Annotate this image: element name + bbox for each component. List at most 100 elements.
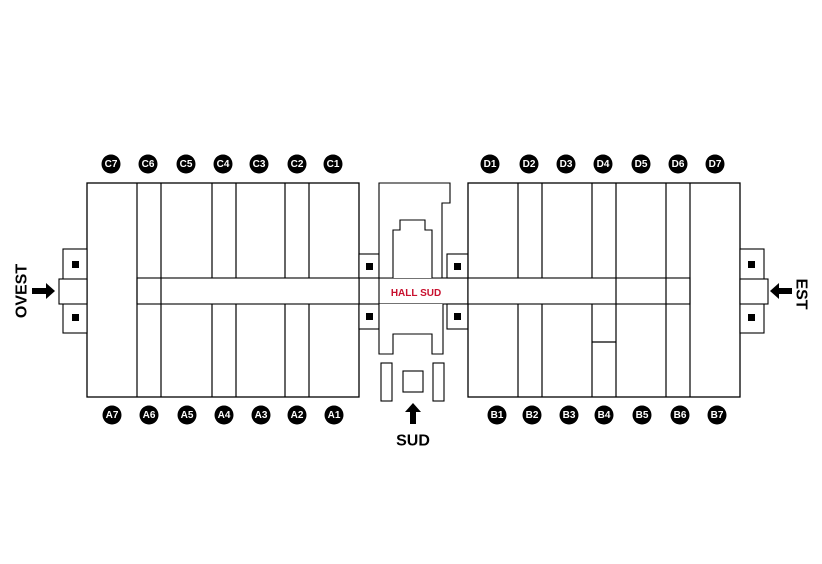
stand-label: B6 [674,410,687,421]
stand-label: C3 [253,159,266,170]
stand-label: D7 [709,159,722,170]
south-pillar-left [380,362,393,402]
stand-badge-icon [213,154,233,174]
stand-label: B5 [636,410,649,421]
stand-label: D4 [597,159,610,170]
stand-label: B3 [563,410,576,421]
right-wing [467,182,769,398]
stand-a3[interactable]: A3 [251,405,271,425]
arrow-left-icon [770,283,792,299]
stand-c5[interactable]: C5 [176,154,196,174]
stand-label: D3 [560,159,573,170]
stand-c2[interactable]: C2 [287,154,307,174]
stand-c3[interactable]: C3 [249,154,269,174]
stand-label: B7 [711,410,724,421]
arrow-right-icon [32,283,55,299]
stand-b7[interactable]: B7 [707,405,727,425]
stand-label: D1 [484,159,497,170]
stand-badge-icon [176,154,196,174]
stand-badge-icon [101,154,121,174]
stand-badge-icon [102,405,122,425]
stand-b1[interactable]: B1 [487,405,507,425]
stand-c7[interactable]: C7 [101,154,121,174]
stand-d3[interactable]: D3 [556,154,576,174]
south-pillar-right [432,362,445,402]
stand-d5[interactable]: D5 [631,154,651,174]
stand-d6[interactable]: D6 [668,154,688,174]
south-entrance[interactable]: SUD [396,403,430,450]
stand-badge-icon [177,405,197,425]
hall-top-kiosk [392,219,433,278]
stand-a6[interactable]: A6 [139,405,159,425]
east-entrance[interactable]: EST [770,278,810,310]
west-entrance[interactable]: OVEST [14,264,56,318]
central-hall: HALL SUD [378,182,469,402]
stand-badge-icon [249,154,269,174]
east-entrance-door [739,278,769,305]
stand-label: A5 [181,410,194,421]
stand-badge-icon [138,154,158,174]
stand-b4[interactable]: B4 [594,405,614,425]
stand-label: B1 [491,410,504,421]
stand-badge-icon [487,405,507,425]
stand-label: C5 [180,159,193,170]
stand-c1[interactable]: C1 [323,154,343,174]
stand-badge-icon [705,154,725,174]
stand-d2[interactable]: D2 [519,154,539,174]
stand-d1[interactable]: D1 [480,154,500,174]
stand-label: C6 [142,159,155,170]
stand-label: C7 [105,159,118,170]
hall-label: HALL SUD [391,288,441,299]
stand-label: C2 [291,159,304,170]
stand-badge-icon [668,154,688,174]
stand-badge-icon [631,154,651,174]
stand-badge-icon [287,154,307,174]
stand-label: D2 [523,159,536,170]
stand-c4[interactable]: C4 [213,154,233,174]
stand-badge-icon [519,154,539,174]
stands-top-left: C7 C6 C5 C4 C3 C2 C1 [101,154,343,174]
stand-label: D5 [635,159,648,170]
stand-b3[interactable]: B3 [559,405,579,425]
stand-b2[interactable]: B2 [522,405,542,425]
stand-c6[interactable]: C6 [138,154,158,174]
stand-label: A2 [291,410,304,421]
stand-badge-icon [324,405,344,425]
stand-label: C4 [217,159,230,170]
stand-badge-icon [594,405,614,425]
stand-a5[interactable]: A5 [177,405,197,425]
stand-badge-icon [214,405,234,425]
stand-badge-icon [251,405,271,425]
stand-badge-icon [522,405,542,425]
stand-d4[interactable]: D4 [593,154,613,174]
stand-d7[interactable]: D7 [705,154,725,174]
east-marker-top [748,261,755,268]
stand-a7[interactable]: A7 [102,405,122,425]
stand-badge-icon [480,154,500,174]
stand-badge-icon [323,154,343,174]
stand-label: A3 [255,410,268,421]
stands-top-right: D1 D2 D3 D4 D5 D6 D7 [480,154,725,174]
south-booth [402,370,424,393]
stand-b5[interactable]: B5 [632,405,652,425]
stand-badge-icon [556,154,576,174]
west-marker-bottom [72,314,79,321]
stand-a2[interactable]: A2 [287,405,307,425]
stand-badge-icon [593,154,613,174]
stand-badge-icon [632,405,652,425]
west-entrance-label: OVEST [14,264,31,318]
stand-b6[interactable]: B6 [670,405,690,425]
hall-bottom-lobby [378,304,444,355]
stand-a4[interactable]: A4 [214,405,234,425]
east-entrance-label: EST [793,278,810,309]
stands-bottom-left: A7 A6 A5 A4 A3 A2 A1 [102,405,344,425]
stand-a1[interactable]: A1 [324,405,344,425]
stand-badge-icon [670,405,690,425]
south-entrance-label: SUD [396,433,430,450]
stand-badge-icon [287,405,307,425]
stand-label: A1 [328,410,341,421]
stand-label: B4 [598,410,611,421]
stands-bottom-right: B1 B2 B3 B4 B5 B6 B7 [487,405,727,425]
stand-label: B2 [526,410,539,421]
